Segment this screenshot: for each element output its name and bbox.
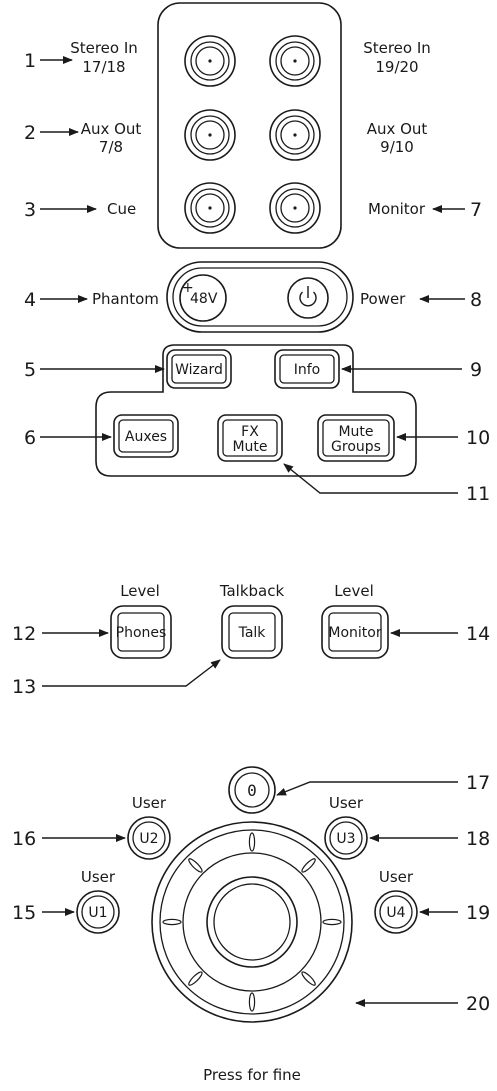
encoder-led-7 [162, 918, 182, 926]
wizard-label: Wizard [175, 362, 223, 378]
encoder-knob-inner [213, 883, 291, 961]
callout-arrow-17 [276, 781, 458, 796]
encoder-led-4 [301, 971, 316, 986]
callout-number-11: 11 [466, 483, 490, 505]
phones-level-caption: Level [120, 582, 160, 600]
monitor-jack[interactable] [269, 182, 321, 234]
stereo-in-17-18-sublabel: 17/18 [82, 58, 125, 76]
stereo-in-19-20-label: Stereo In [363, 39, 431, 57]
power-label: Power [360, 290, 406, 308]
stereo-in-19-20-jack[interactable] [269, 35, 321, 87]
encoder-led-8 [188, 858, 203, 873]
encoder-led-6 [188, 971, 203, 986]
mute-groups-label-line2: Groups [331, 439, 381, 455]
press-for-fine-caption: Press for fine [203, 1066, 301, 1084]
cue-jack[interactable] [184, 182, 236, 234]
callout-number-5: 5 [24, 359, 36, 381]
callout-number-2: 2 [24, 122, 36, 144]
callout-number-6: 6 [24, 427, 36, 449]
callout-number-3: 3 [24, 199, 36, 221]
callout-number-9: 9 [470, 359, 482, 381]
user-button-u3[interactable]: U3 [324, 816, 368, 860]
rotary-encoder[interactable] [151, 821, 353, 1023]
aux-out-7-8-jack[interactable] [184, 109, 236, 161]
zero-label: 0 [247, 781, 257, 800]
callout-number-14: 14 [466, 623, 490, 645]
callout-arrow-13 [42, 659, 221, 687]
u2-label: U2 [139, 831, 158, 847]
phantom-48v-label: 48V [190, 291, 218, 307]
talk-label: Talk [238, 625, 267, 641]
callout-number-15: 15 [12, 902, 36, 924]
auxes-button[interactable]: Auxes [113, 414, 179, 458]
callout-number-7: 7 [470, 199, 482, 221]
auxes-label: Auxes [125, 429, 167, 445]
fx-mute-label-line2: Mute [232, 439, 267, 455]
user-caption-u4: User [379, 868, 414, 886]
phantom-48v-button[interactable]: + 48V [179, 274, 227, 322]
talk-button[interactable]: Talk [221, 605, 283, 659]
user-button-u2[interactable]: U2 [127, 816, 171, 860]
user-button-u4[interactable]: U4 [374, 890, 418, 934]
cue-label: Cue [107, 200, 136, 218]
callout-number-19: 19 [466, 902, 490, 924]
u4-label: U4 [386, 905, 405, 921]
phantom-label: Phantom [92, 290, 159, 308]
fx-mute-button[interactable]: FX Mute [217, 414, 283, 462]
monitor-label: Monitor [368, 200, 426, 218]
encoder-led-5 [248, 992, 256, 1012]
encoder-led-1 [248, 832, 256, 852]
mute-groups-button[interactable]: Mute Groups [317, 414, 395, 462]
monitor-level-caption: Level [334, 582, 374, 600]
callout-number-10: 10 [466, 427, 490, 449]
info-button[interactable]: Info [274, 349, 340, 389]
monitor-button[interactable]: Monitor [321, 605, 389, 659]
callout-number-12: 12 [12, 623, 36, 645]
encoder-led-ring [162, 832, 342, 1012]
aux-out-9-10-sublabel: 9/10 [380, 138, 414, 156]
stereo-in-17-18-label: Stereo In [70, 39, 138, 57]
aux-out-9-10-jack[interactable] [269, 109, 321, 161]
phones-button[interactable]: Phones [110, 605, 172, 659]
callout-arrow-11 [283, 463, 458, 494]
aux-out-7-8-sublabel: 7/8 [99, 138, 123, 156]
power-button[interactable] [287, 277, 329, 319]
fx-mute-label-line1: FX [241, 424, 259, 440]
stereo-in-17-18-jack[interactable] [184, 35, 236, 87]
phantom-plus-sign: + [182, 280, 194, 296]
stereo-in-19-20-sublabel: 19/20 [375, 58, 418, 76]
power-icon [299, 286, 317, 307]
monitor-button-label: Monitor [328, 625, 381, 641]
callout-number-16: 16 [12, 828, 36, 850]
mute-groups-label-line1: Mute [338, 424, 373, 440]
info-label: Info [294, 362, 321, 378]
u3-label: U3 [336, 831, 355, 847]
phones-label: Phones [116, 625, 167, 641]
encoder-led-3 [322, 918, 342, 926]
callout-number-1: 1 [24, 50, 36, 72]
user-button-u1[interactable]: U1 [76, 890, 120, 934]
callout-number-13: 13 [12, 676, 36, 698]
user-caption-u2: User [132, 794, 167, 812]
talkback-caption: Talkback [219, 582, 285, 600]
aux-out-9-10-label: Aux Out [367, 120, 428, 138]
user-caption-u3: User [329, 794, 364, 812]
encoder-led-2 [301, 858, 316, 873]
user-caption-u1: User [81, 868, 116, 886]
callout-number-4: 4 [24, 289, 36, 311]
callout-number-18: 18 [466, 828, 490, 850]
wizard-button[interactable]: Wizard [166, 349, 232, 389]
u1-label: U1 [88, 905, 107, 921]
callout-number-20: 20 [466, 993, 490, 1015]
callout-number-17: 17 [466, 772, 490, 794]
aux-out-7-8-label: Aux Out [81, 120, 142, 138]
callout-number-8: 8 [470, 289, 482, 311]
zero-button[interactable]: 0 [228, 766, 276, 814]
